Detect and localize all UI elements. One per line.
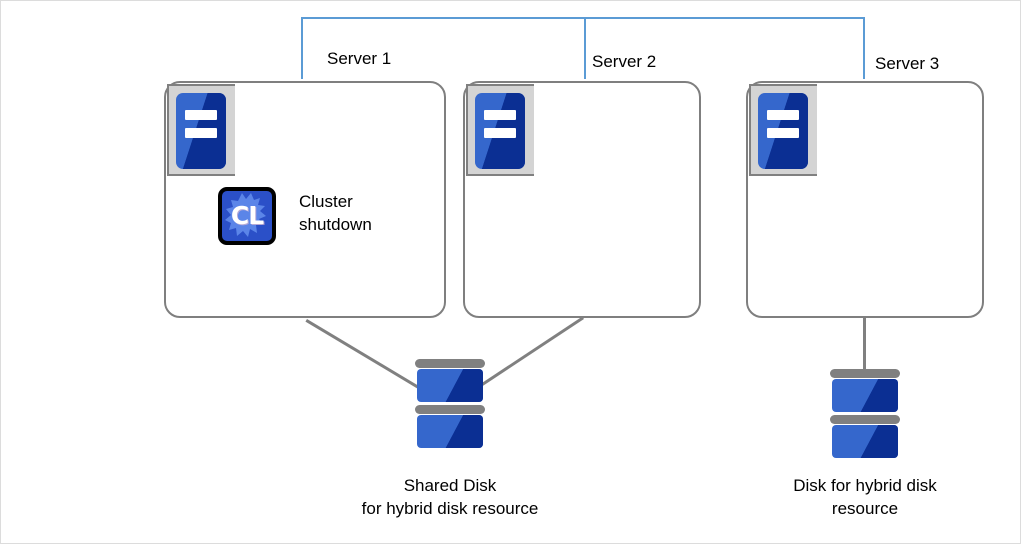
hybrid-disk-caption: Disk for hybrid disk resource bbox=[715, 475, 1015, 521]
cluster-shutdown-icon[interactable]: CL bbox=[218, 187, 276, 245]
disk-cap bbox=[830, 369, 900, 378]
network-drop-server-1 bbox=[301, 17, 303, 79]
cluster-shutdown-label: Cluster shutdown bbox=[299, 191, 372, 237]
server-icon-3 bbox=[749, 84, 817, 176]
disk-platter-shade bbox=[832, 425, 898, 458]
connector-server1-shared-disk bbox=[305, 319, 420, 389]
server-icon-body bbox=[176, 93, 226, 169]
server-label-2: Server 2 bbox=[592, 52, 657, 71]
disk-cap bbox=[830, 415, 900, 424]
disk-platter bbox=[832, 425, 898, 458]
cluster-shutdown-icon-text: CL bbox=[230, 201, 264, 230]
network-drop-server-2 bbox=[584, 17, 586, 79]
disk-platter-shade bbox=[832, 379, 898, 412]
server-label-1: Server 1 bbox=[327, 49, 392, 68]
connector-server2-shared-disk bbox=[481, 316, 584, 386]
hybrid-disk-caption-line1: Disk for hybrid disk bbox=[793, 476, 937, 495]
hybrid-disk-icon[interactable] bbox=[830, 369, 900, 464]
server-icon-body bbox=[475, 93, 525, 169]
disk-platter bbox=[417, 369, 483, 402]
disk-platter-shade bbox=[417, 415, 483, 448]
server-icon-1 bbox=[167, 84, 235, 176]
connector-server3-hybrid-disk bbox=[863, 318, 866, 369]
shared-disk-icon[interactable] bbox=[415, 359, 485, 454]
disk-platter bbox=[832, 379, 898, 412]
server-icon-bar bbox=[484, 128, 516, 138]
cluster-shutdown-label-line1: Cluster bbox=[299, 192, 353, 211]
network-drop-server-3 bbox=[863, 17, 865, 79]
shared-disk-caption-line1: Shared Disk bbox=[403, 476, 497, 495]
shared-disk-caption-line2: for hybrid disk resource bbox=[361, 498, 539, 518]
shared-disk-caption: Shared Disk for hybrid disk resource bbox=[300, 475, 600, 521]
cluster-shutdown-label-line2: shutdown bbox=[299, 214, 372, 234]
cluster-shutdown-glyph bbox=[225, 193, 266, 237]
server-icon-bar bbox=[484, 110, 516, 120]
server-icon-bar bbox=[767, 128, 799, 138]
server-icon-2 bbox=[466, 84, 534, 176]
disk-platter bbox=[417, 415, 483, 448]
server-icon-body bbox=[758, 93, 808, 169]
hybrid-disk-caption-line2: resource bbox=[831, 498, 899, 518]
server-icon-bar bbox=[185, 128, 217, 138]
disk-cap bbox=[415, 359, 485, 368]
disk-cap bbox=[415, 405, 485, 414]
server-label-3: Server 3 bbox=[875, 54, 940, 73]
server-icon-bar bbox=[767, 110, 799, 120]
server-icon-bar bbox=[185, 110, 217, 120]
network-bus-horizontal bbox=[301, 17, 865, 19]
disk-platter-shade bbox=[417, 369, 483, 402]
